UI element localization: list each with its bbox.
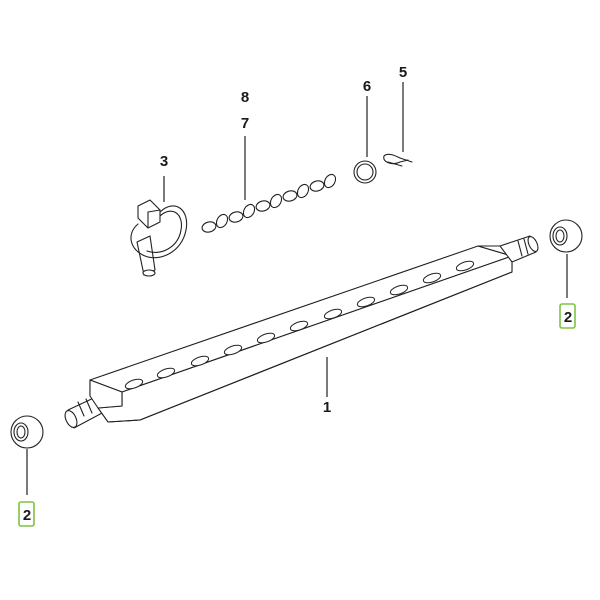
callout-2-right: 2 [564,309,572,326]
callout-6: 6 [363,78,371,95]
bar-holes [124,260,475,390]
leader-lines [26,82,568,495]
right-pin [499,235,539,263]
ball-end-right [549,219,583,253]
callout-8: 8 [241,89,249,106]
callout-3: 3 [160,153,168,170]
callout-2-left: 2 [23,507,31,524]
callout-2-left-highlight [18,501,35,527]
o-ring [353,160,377,184]
callout-2-right-highlight [559,303,576,329]
callout-1: 1 [323,399,331,416]
spring-clip [383,153,413,167]
callout-7: 7 [241,115,249,132]
lynch-pin [130,199,188,277]
top-link-bar [64,235,539,429]
callout-5: 5 [399,64,407,81]
chain [201,173,337,233]
bar-left-end [89,379,123,409]
ball-end-left [10,415,44,449]
bar-front-face [97,255,513,423]
